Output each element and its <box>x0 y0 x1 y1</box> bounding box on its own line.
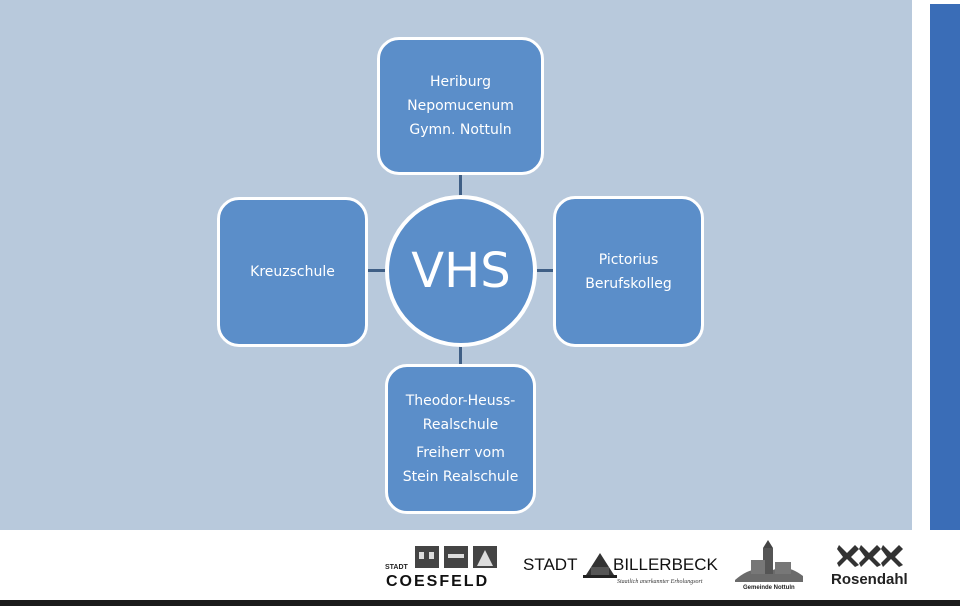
nottuln-church-icon <box>735 540 803 582</box>
nottuln-name: Gemeinde Nottuln <box>743 585 795 591</box>
logo-nottuln: Gemeinde Nottuln <box>731 540 807 596</box>
node-right-line-1: Pictorius <box>598 251 659 268</box>
node-right-line-2: Berufskolleg <box>585 275 672 292</box>
node-top-line-1: Heriburg <box>430 74 491 90</box>
node-left-kreuzschule: Kreuzschule <box>217 197 368 347</box>
node-top-gymnasien: Heriburg Nepomucenum Gymn. Nottuln <box>377 37 544 175</box>
billerbeck-right-label: BILLERBECK <box>613 555 718 574</box>
connector-top <box>459 174 462 198</box>
rosendahl-emblem-icon <box>837 545 903 567</box>
connector-left <box>364 269 388 272</box>
bottom-border <box>0 600 960 606</box>
logo-coesfeld: STADT COESFELD <box>383 540 501 596</box>
node-bottom-line-3: Freiherr vom <box>416 445 505 461</box>
node-bottom-realschulen: Theodor-Heuss- Realschule Freiherr vom S… <box>385 364 536 514</box>
coesfeld-small-label: STADT <box>385 564 408 571</box>
connector-right <box>534 269 556 272</box>
billerbeck-left-label: STADT <box>523 555 578 574</box>
logo-billerbeck: STADT BILLERBECK Staatlich anerkannter E… <box>521 547 721 587</box>
node-left-line-1: Kreuzschule <box>250 264 335 280</box>
rosendahl-name: Rosendahl <box>831 571 908 588</box>
connector-bottom <box>459 344 462 368</box>
node-top-line-2: Nepomucenum <box>407 98 514 114</box>
side-accent-bar <box>930 4 960 530</box>
logo-rosendahl: Rosendahl <box>827 541 915 597</box>
node-right-berufskolleg: Pictorius Berufskolleg <box>553 196 704 347</box>
coesfeld-name: COESFELD <box>386 573 490 590</box>
coesfeld-buildings-icon <box>415 546 497 568</box>
center-label: VHS <box>411 243 511 299</box>
center-node-vhs: VHS <box>385 195 537 347</box>
node-bottom-line-2: Realschule <box>422 417 499 433</box>
billerbeck-crest-icon <box>583 553 617 578</box>
node-bottom-line-1: Theodor-Heuss- <box>405 393 516 409</box>
node-bottom-line-4: Stein Realschule <box>402 469 519 485</box>
node-top-line-3: Gymn. Nottuln <box>409 122 512 138</box>
billerbeck-tagline: Staatlich anerkannter Erholungsort <box>617 579 703 585</box>
